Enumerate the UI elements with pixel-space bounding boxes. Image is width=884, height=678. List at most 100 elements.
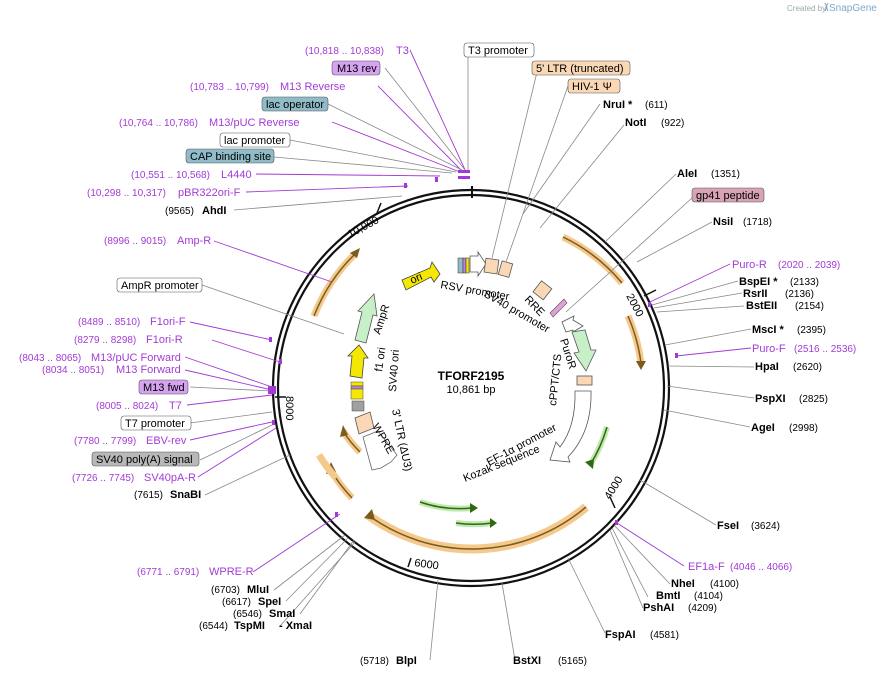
- tick-2000: [643, 289, 657, 297]
- alei-pos: (1351): [711, 169, 740, 180]
- wprer-leader: [252, 513, 341, 573]
- bstxi-leader: [501, 582, 516, 661]
- sv40par-leader: [197, 427, 277, 478]
- smai-pos: (6546): [233, 609, 262, 620]
- ltr3-label: 3' LTR (ΔU3): [389, 408, 414, 472]
- sv40pa-box: [91, 451, 200, 467]
- created-by-text: Created by: [787, 4, 826, 13]
- inner-features: ori AmpR f1 ori SV40 ori 3' LTR (ΔU3) WP…: [347, 250, 597, 485]
- fsei-leader: [639, 479, 717, 526]
- noti-label: NotI: [625, 117, 646, 129]
- tick-label-8000: 8000: [283, 396, 295, 420]
- t3prom-box: [463, 42, 535, 58]
- f1ori-f-marker: [269, 337, 272, 342]
- pbr322-label: pBR322ori-F: [178, 187, 241, 199]
- hpai-pos: (2620): [793, 362, 822, 373]
- ltr5-feature: [483, 257, 500, 275]
- green-arc-3-arrow: [490, 518, 497, 528]
- puro-f-leader: [675, 347, 752, 357]
- ef1a-f-label: EF1a-F: [688, 561, 725, 573]
- f1ori-feature: [347, 344, 369, 379]
- smai-leader: [299, 539, 355, 615]
- green-arc-2-arrow: [470, 503, 478, 513]
- blpi-pos: (5718): [360, 656, 389, 667]
- m13reverse-range: (10,783 .. 10,799): [190, 82, 269, 93]
- m13puc-fwd-label: M13/pUC Forward: [91, 352, 181, 364]
- xmai-label: - XmaI: [279, 620, 312, 632]
- m13reverse-leader: [377, 85, 464, 173]
- wpre-feature: [362, 430, 398, 471]
- nrui-pos: (611): [645, 100, 668, 111]
- lacop-box: [261, 96, 329, 112]
- ef1a-f-leader: [616, 522, 685, 567]
- cap-feature: [457, 257, 464, 274]
- msci-pos: (2395): [797, 325, 826, 336]
- hpai-leader: [667, 365, 755, 368]
- m13-markers: [268, 386, 276, 394]
- m13forward-label: M13 Forward: [116, 364, 181, 376]
- m13puc-rev-range: (10,764 .. 10,786): [119, 118, 198, 129]
- cap-box: [185, 148, 275, 164]
- gp41-leader: [565, 197, 693, 313]
- t7prom-leader: [189, 411, 273, 424]
- sv40par-label: SV40pA-R: [144, 472, 196, 484]
- orf-arc-5: [316, 453, 339, 481]
- gp41-box: [691, 187, 765, 203]
- f1ori-f-leader: [189, 321, 273, 341]
- hiv-box: [567, 78, 621, 94]
- f1ori-r-label: F1ori-R: [146, 334, 183, 346]
- puro-f-range: (2516 .. 2536): [794, 344, 856, 355]
- sv40par-range: (7726 .. 7745): [72, 473, 134, 484]
- pspxi-pos: (2825): [799, 394, 828, 405]
- t7-range: (8005 .. 8024): [96, 401, 158, 412]
- ef1a-f-range: (4046 .. 4066): [730, 562, 792, 573]
- pshai-label: PshAI: [643, 602, 674, 614]
- t7prom-label: T7 promoter: [125, 418, 185, 430]
- pspxi-label: PspXI: [755, 393, 786, 405]
- site-markers: [268, 170, 678, 525]
- top-primer-markers: [458, 176, 470, 179]
- l4440-label: L4440: [221, 169, 252, 181]
- lacprom-leader: [289, 139, 457, 173]
- nsii-leader: [636, 221, 713, 263]
- f1ori-label: f1 ori: [373, 347, 388, 373]
- t7-leader: [186, 394, 273, 406]
- alei-label: AleI: [677, 168, 697, 180]
- tspmi-leader: [279, 540, 357, 627]
- ef1a-promoter-feature: [549, 390, 592, 463]
- fspai-pos: (4581): [650, 630, 679, 641]
- nhei-pos: (4100): [710, 579, 739, 590]
- fsei-pos: (3624): [751, 521, 780, 532]
- bstxi-pos: (5165): [558, 656, 587, 667]
- m13puc-fwd-leader: [184, 356, 273, 388]
- l4440-leader: [255, 173, 441, 177]
- f1ori-r-marker: [279, 359, 282, 364]
- pshai-leader: [609, 529, 644, 609]
- pspxi-leader: [666, 385, 755, 399]
- tick-6000: [407, 557, 412, 568]
- puro-r-marker: [648, 302, 651, 307]
- agei-pos: (2998): [789, 423, 818, 434]
- m13forward-leader: [184, 369, 273, 391]
- ampr-prom-label: AmpR promoter: [121, 280, 199, 292]
- snapgene-branding: Created by SnapGene: [787, 2, 877, 14]
- pbr322-range: (10,298 .. 10,317): [87, 188, 166, 199]
- mlui-leader: [273, 534, 346, 591]
- puro-r-leader: [649, 263, 731, 303]
- gp41-label: gp41 peptide: [696, 190, 760, 202]
- green-arc-1-arrow: [585, 459, 594, 469]
- plasmid-name: TFORF2195: [438, 369, 505, 383]
- sv40pa-label: SV40 poly(A) signal: [96, 454, 193, 466]
- ori-feature: [401, 261, 441, 291]
- t3-label: T3: [396, 45, 409, 57]
- m13rev-label: M13 rev: [337, 63, 377, 75]
- fspai-label: FspAI: [605, 629, 636, 641]
- snapgene-logo: SnapGene: [829, 3, 877, 14]
- agei-label: AgeI: [751, 422, 775, 434]
- sv40ori-feature: [350, 381, 364, 387]
- orf-arc-1: [561, 233, 625, 286]
- ampr-primer-leader: [213, 240, 333, 283]
- tick-label-4000: 4000: [602, 474, 625, 501]
- m13puc-rev-leader: [331, 121, 461, 173]
- cap-leader: [273, 156, 453, 174]
